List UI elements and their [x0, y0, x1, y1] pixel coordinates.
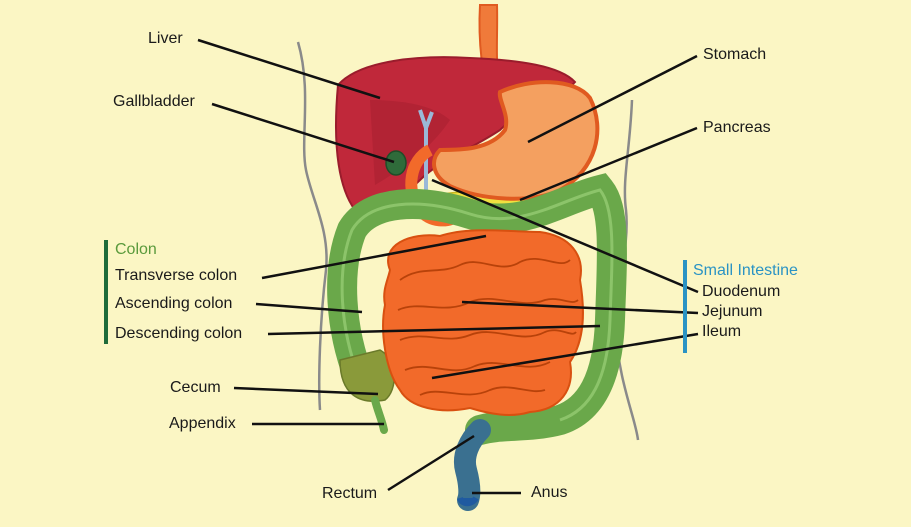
colon-group-bar: [104, 240, 108, 344]
label-jejunum: Jejunum: [702, 303, 763, 320]
colon-group-title: Colon: [115, 241, 157, 258]
label-transverse-colon: Transverse colon: [115, 267, 238, 284]
label-anus: Anus: [531, 484, 568, 501]
small-intestine: [382, 229, 584, 416]
gallbladder: [385, 150, 407, 176]
rectum: [454, 419, 491, 511]
label-stomach: Stomach: [703, 46, 767, 63]
label-appendix: Appendix: [169, 415, 236, 432]
large-intestine: [327, 173, 627, 511]
stomach: [432, 80, 600, 201]
label-gallbladder: Gallbladder: [113, 93, 195, 110]
label-duodenum: Duodenum: [702, 283, 781, 300]
label-cecum: Cecum: [170, 379, 221, 396]
leader-lines: [197, 38, 699, 495]
anus: [457, 496, 479, 507]
label-ascending-colon: Ascending colon: [115, 295, 233, 312]
label-ileum: Ileum: [702, 323, 742, 340]
appendix: [371, 396, 388, 434]
label-descending-colon: Descending colon: [115, 325, 243, 342]
small-intestine-group-bar: [683, 260, 687, 353]
label-pancreas: Pancreas: [703, 119, 771, 136]
small-intestine-group-title: Small Intestine: [693, 262, 798, 279]
label-rectum: Rectum: [322, 485, 378, 502]
label-liver: Liver: [148, 30, 183, 47]
